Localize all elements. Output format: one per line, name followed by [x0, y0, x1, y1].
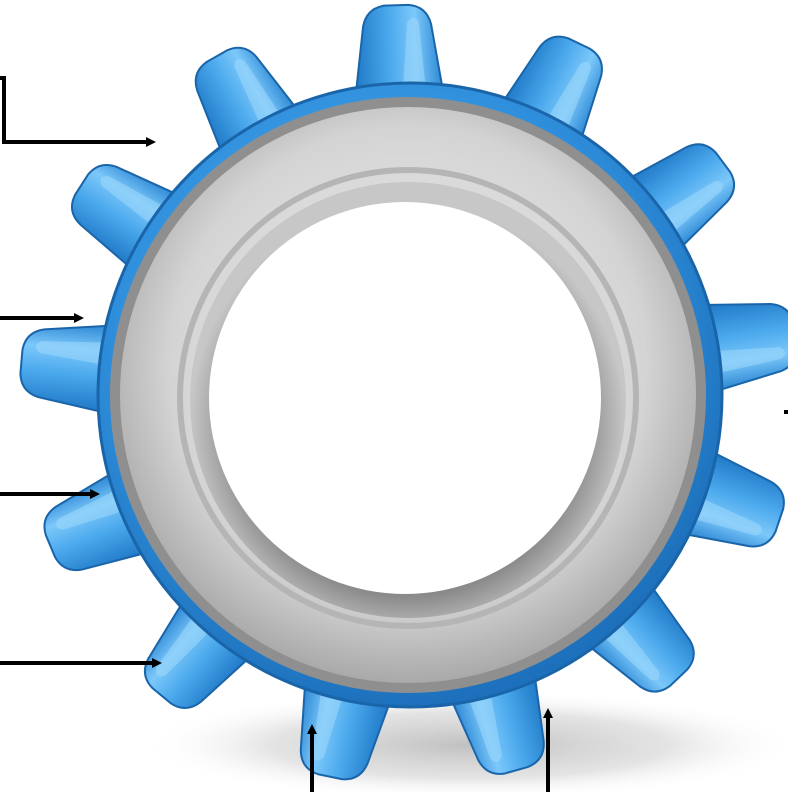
arrow-top-left — [0, 78, 152, 142]
gear-hole — [209, 202, 601, 594]
gear — [18, 4, 788, 786]
